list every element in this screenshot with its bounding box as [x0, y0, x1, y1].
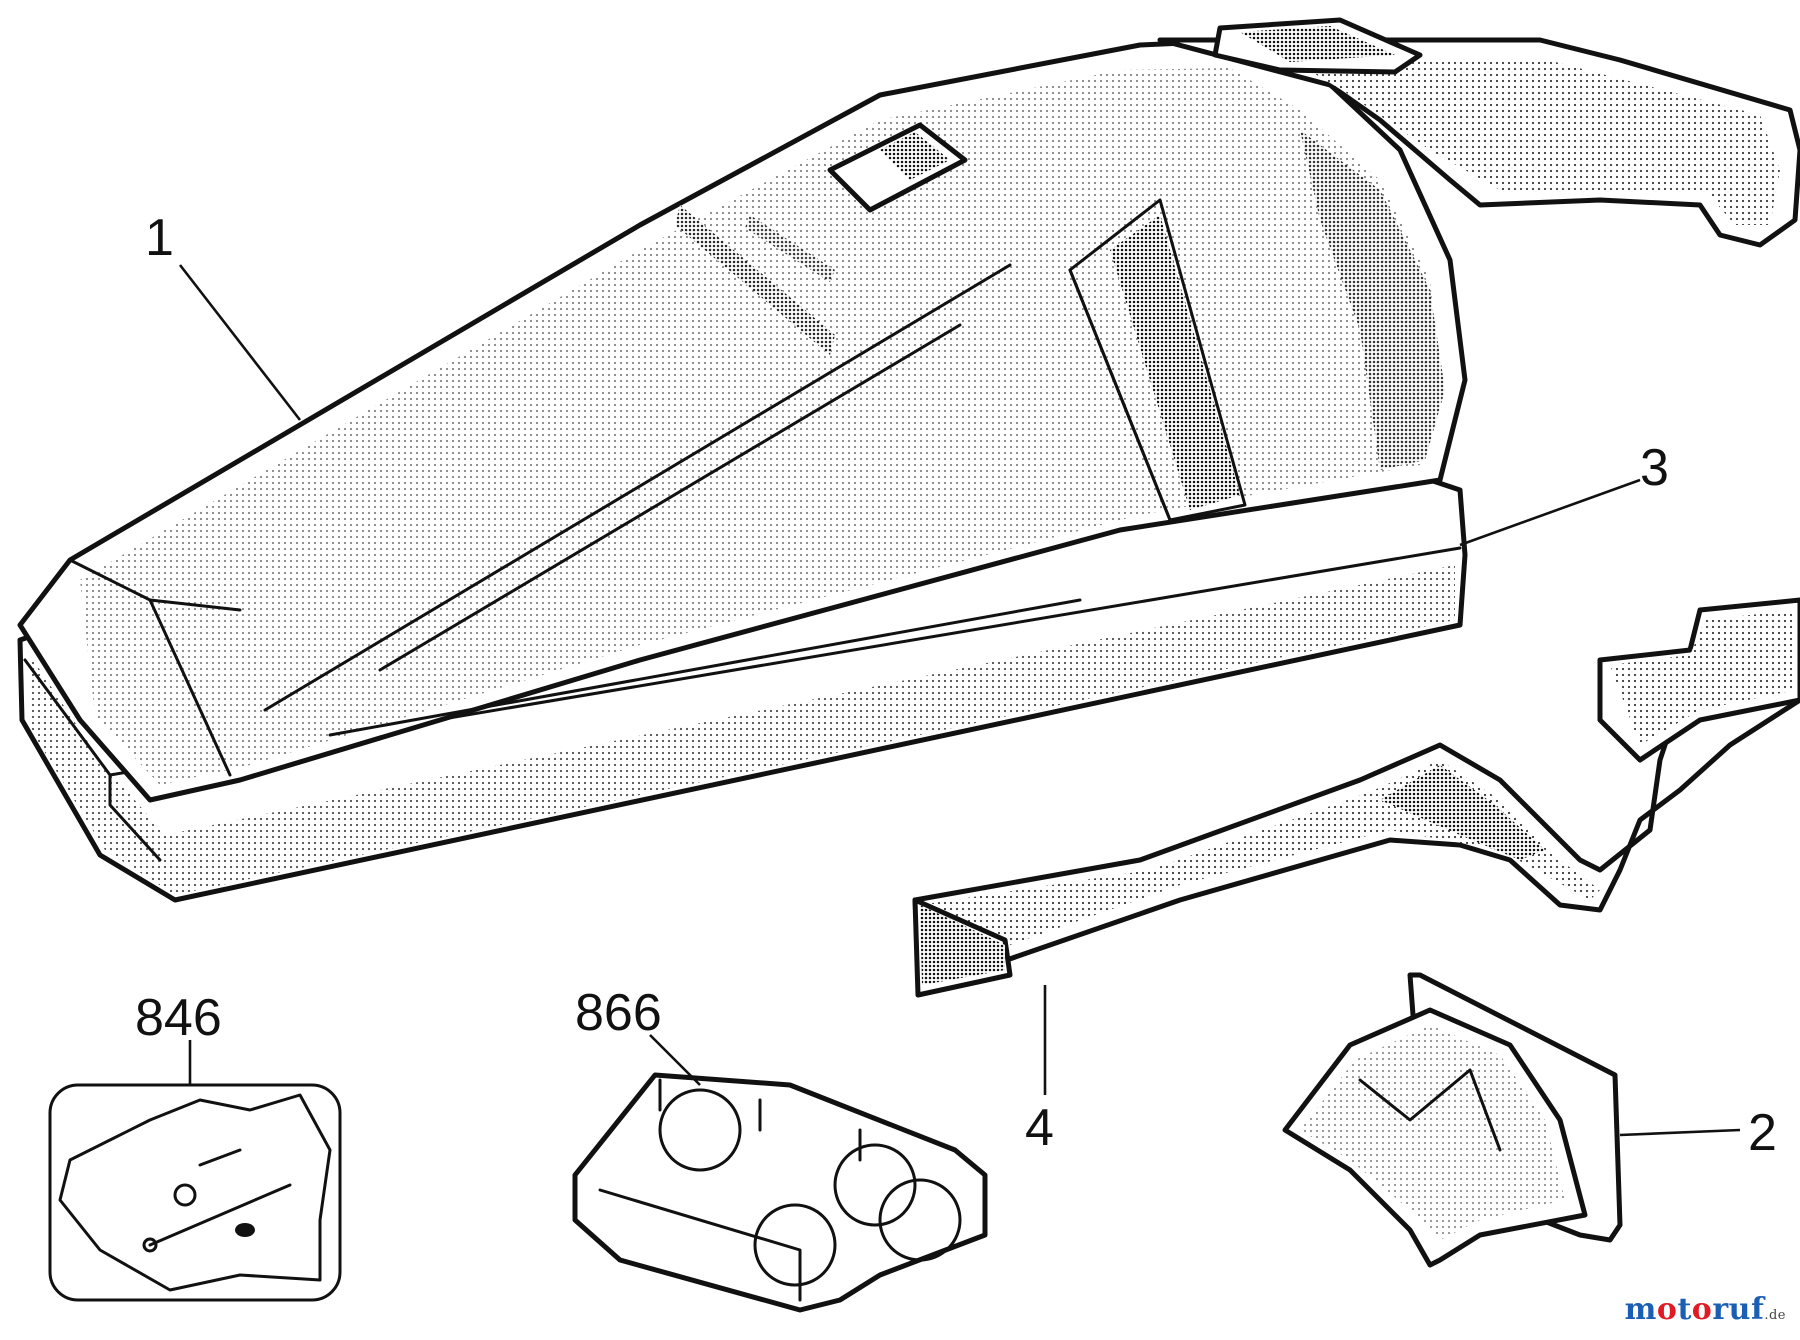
callout-866: 866 — [575, 984, 662, 1042]
hardware-bag-part — [48, 1083, 342, 1302]
leader-lines — [178, 264, 1741, 1137]
callout-1: 1 — [145, 209, 174, 267]
callout-4: 4 — [1025, 1099, 1054, 1157]
vacuum-housing-part — [17, 17, 1800, 903]
motoruf-watermark-logo: motoruf.de — [1625, 1292, 1786, 1327]
leader-line-866 — [649, 1034, 701, 1086]
watermark-brand: motoruf — [1624, 1292, 1765, 1327]
callout-2: 2 — [1748, 1104, 1777, 1162]
leader-line-3 — [1459, 478, 1641, 547]
filter-part — [1282, 972, 1623, 1268]
callout-3: 3 — [1640, 439, 1669, 497]
leader-line-1 — [178, 264, 302, 421]
crevice-tool-part — [912, 597, 1800, 998]
callout-846: 846 — [135, 989, 222, 1047]
battery-pack-part — [572, 1072, 988, 1313]
leader-line-2 — [1619, 1128, 1741, 1137]
watermark-suffix: .de — [1764, 1308, 1786, 1323]
